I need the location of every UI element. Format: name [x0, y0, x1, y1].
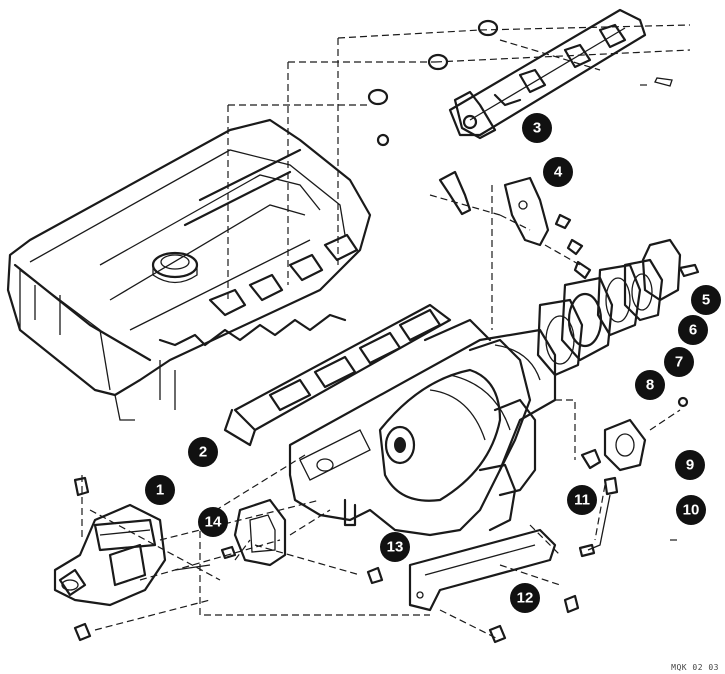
engine-cam-cover — [6, 118, 372, 421]
callout-3: 3 — [522, 113, 552, 143]
callout-14: 14 — [198, 507, 228, 537]
callout-1: 1 — [145, 475, 175, 505]
callout-9-label: 9 — [686, 457, 694, 474]
callout-4-label: 4 — [554, 164, 563, 181]
callout-2: 2 — [188, 437, 218, 467]
callout-10: 10 — [676, 495, 706, 525]
fuel-rail — [367, 8, 673, 147]
callout-2-label: 2 — [199, 444, 207, 461]
leader-lines — [81, 24, 691, 641]
reference-code: MQK 02 03 — [671, 663, 719, 672]
callout-8: 8 — [635, 370, 665, 400]
callout-5: 5 — [691, 285, 721, 315]
cover-plate — [220, 498, 287, 567]
callout-11-label: 11 — [574, 492, 590, 509]
intake-manifold — [288, 318, 557, 537]
bracket — [438, 170, 592, 280]
throttle-body-assembly — [536, 238, 700, 377]
callout-8-label: 8 — [646, 377, 654, 394]
intake-gasket — [223, 303, 452, 447]
callout-7-label: 7 — [675, 354, 683, 371]
callout-6-label: 6 — [689, 322, 697, 339]
callout-5-label: 5 — [702, 292, 710, 309]
callout-4: 4 — [543, 157, 573, 187]
callout-13-label: 13 — [387, 539, 404, 556]
callout-14-label: 14 — [205, 514, 222, 531]
sensor-components — [366, 396, 689, 585]
housing-assembly — [53, 476, 211, 642]
support-bracket — [408, 528, 580, 644]
callout-13: 13 — [380, 532, 410, 562]
callout-11: 11 — [567, 485, 597, 515]
callout-9: 9 — [675, 450, 705, 480]
callout-3-label: 3 — [533, 120, 541, 137]
callout-10-label: 10 — [683, 502, 700, 519]
callout-7: 7 — [664, 347, 694, 377]
callout-12-label: 12 — [517, 590, 534, 607]
callout-6: 6 — [678, 315, 708, 345]
callout-12: 12 — [510, 583, 540, 613]
callout-1-label: 1 — [156, 482, 164, 499]
